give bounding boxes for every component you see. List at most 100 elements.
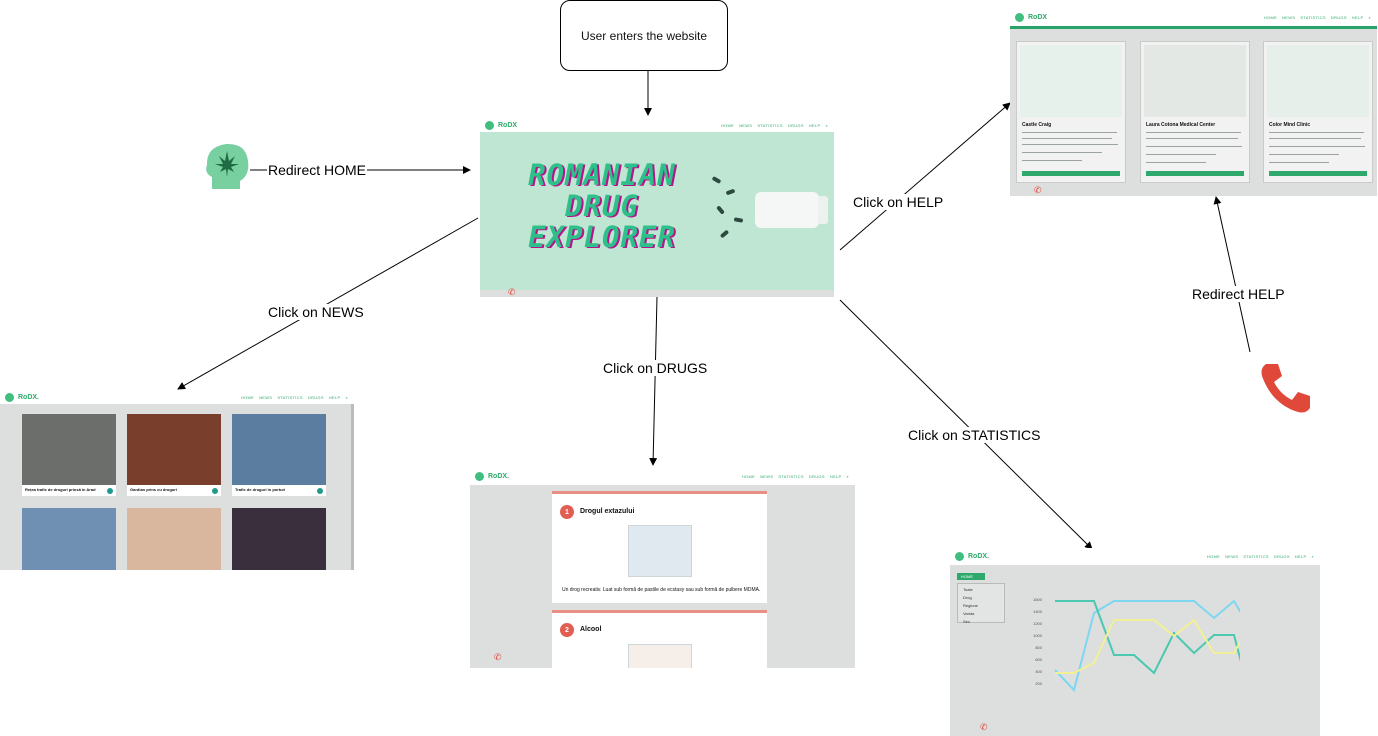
help-card-button[interactable] bbox=[1022, 171, 1120, 176]
drug-number: 2 bbox=[560, 623, 574, 637]
search-icon[interactable]: ⌕ bbox=[1368, 14, 1371, 20]
phone-icon[interactable]: ✆ bbox=[508, 287, 516, 297]
statistics-page-screenshot: RoDX. HOME NEWS STATISTICS DRUGS HELP ⌕ … bbox=[950, 548, 1320, 736]
brand-logo-icon bbox=[475, 472, 484, 481]
series-blue bbox=[1054, 599, 1240, 692]
drug-number: 1 bbox=[560, 505, 574, 519]
stats-brand: RoDX. bbox=[968, 553, 989, 560]
news-tile[interactable]: Trafic de droguri în porturi bbox=[232, 414, 326, 496]
start-node: User enters the website bbox=[560, 0, 728, 71]
nav-help[interactable]: HELP bbox=[808, 122, 821, 128]
filter-option[interactable]: Sex bbox=[963, 619, 970, 624]
search-icon[interactable]: ⌕ bbox=[846, 474, 849, 479]
arrow-to-drugs bbox=[649, 296, 658, 466]
phone-icon[interactable]: ✆ bbox=[1034, 185, 1042, 195]
nav-drugs[interactable]: DRUGS bbox=[1273, 554, 1290, 559]
series-teal bbox=[1055, 600, 1240, 675]
news-arrow-icon[interactable] bbox=[317, 488, 323, 494]
nav-statistics[interactable]: STATISTICS bbox=[1300, 14, 1326, 20]
news-caption: Gardian prins cu droguri bbox=[130, 487, 177, 492]
news-tile[interactable]: Gardian prins cu droguri bbox=[127, 414, 221, 496]
nav-statistics[interactable]: STATISTICS bbox=[757, 122, 783, 128]
help-card: Color Mind Clinic bbox=[1263, 41, 1373, 183]
nav-home[interactable]: HOME bbox=[1263, 14, 1278, 20]
help-brand: RoDX bbox=[1028, 13, 1048, 21]
help-card-title: Color Mind Clinic bbox=[1269, 122, 1311, 128]
phone-icon[interactable]: ✆ bbox=[980, 722, 988, 732]
nav-drugs[interactable]: DRUGS bbox=[1330, 14, 1347, 20]
nav-statistics[interactable]: STATISTICS bbox=[277, 394, 303, 400]
nav-drugs[interactable]: DRUGS bbox=[808, 474, 825, 479]
help-card-title: Laura Cotona Medical Center bbox=[1146, 122, 1216, 128]
nav-home[interactable]: HOME bbox=[240, 394, 255, 400]
news-tile[interactable] bbox=[22, 508, 116, 570]
help-green-bar bbox=[1010, 26, 1377, 29]
hero-title: ROMANIAN DRUG EXPLORER bbox=[528, 158, 676, 254]
arrow-to-news bbox=[177, 217, 479, 390]
help-card-title: Castle Craig bbox=[1022, 122, 1052, 128]
stats-y-ticks: 1600 1400 1200 1000 800 600 400 200 bbox=[1033, 597, 1042, 686]
filter-option[interactable]: Toate bbox=[963, 587, 973, 592]
news-image bbox=[127, 414, 221, 485]
pill-bottle bbox=[755, 192, 819, 228]
edge-label-redirect-home: Redirect HOME bbox=[267, 162, 368, 178]
start-node-label: User enters the website bbox=[580, 28, 708, 43]
edge-label-click-drugs: Click on DRUGS bbox=[602, 360, 709, 376]
filter-option[interactable]: Varsta bbox=[963, 611, 975, 616]
pill bbox=[716, 205, 725, 215]
home-page-screenshot: RoDX HOME NEWS STATISTICS DRUGS HELP ⌕ R… bbox=[480, 118, 834, 297]
help-navbar: RoDX HOME NEWS STATISTICS DRUGS HELP ⌕ bbox=[1010, 8, 1377, 26]
pill bbox=[725, 188, 736, 196]
drug-card[interactable]: 2 Alcool bbox=[552, 610, 767, 668]
filter-option[interactable]: Drog bbox=[963, 595, 972, 600]
nav-drugs[interactable]: DRUGS bbox=[787, 122, 804, 128]
drugs-page-screenshot: RoDX. HOME NEWS STATISTICS DRUGS HELP ⌕ … bbox=[470, 468, 855, 668]
pill bbox=[719, 229, 730, 239]
stats-filter-list: Toate Drog Regiune Varsta Sex bbox=[957, 583, 1005, 624]
nav-home[interactable]: HOME bbox=[720, 122, 735, 128]
nav-help[interactable]: HELP bbox=[328, 394, 341, 400]
nav-news[interactable]: NEWS bbox=[739, 122, 753, 128]
nav-news[interactable]: NEWS bbox=[760, 474, 774, 479]
news-tile[interactable] bbox=[232, 508, 326, 570]
nav-help[interactable]: HELP bbox=[1294, 554, 1307, 559]
scrollbar[interactable] bbox=[351, 404, 354, 570]
nav-home[interactable]: HOME bbox=[741, 474, 756, 479]
help-card-button[interactable] bbox=[1269, 171, 1367, 176]
help-card-button[interactable] bbox=[1146, 171, 1244, 176]
news-arrow-icon[interactable] bbox=[212, 488, 218, 494]
home-brand: RoDX bbox=[498, 121, 518, 129]
nav-news[interactable]: NEWS bbox=[1282, 14, 1296, 20]
stats-select-label: HOME bbox=[961, 574, 973, 579]
help-card: Laura Cotona Medical Center bbox=[1140, 41, 1250, 183]
brain-leaf-icon bbox=[204, 141, 250, 198]
nav-news[interactable]: NEWS bbox=[1225, 554, 1239, 559]
drug-card[interactable]: 1 Drogul extazului Un drog recreativ. Lu… bbox=[552, 491, 767, 603]
phone-icon[interactable]: ✆ bbox=[494, 652, 502, 662]
news-tile[interactable] bbox=[127, 508, 221, 570]
search-icon[interactable]: ⌕ bbox=[1311, 554, 1314, 559]
nav-help[interactable]: HELP bbox=[829, 474, 842, 479]
nav-statistics[interactable]: STATISTICS bbox=[1243, 554, 1269, 559]
brand-logo-icon bbox=[485, 120, 494, 130]
help-page-screenshot: RoDX HOME NEWS STATISTICS DRUGS HELP ⌕ C… bbox=[1010, 8, 1377, 196]
nav-statistics[interactable]: STATISTICS bbox=[778, 474, 804, 479]
nav-help[interactable]: HELP bbox=[1351, 14, 1364, 20]
stats-select[interactable]: HOME bbox=[957, 573, 985, 580]
search-icon[interactable]: ⌕ bbox=[345, 394, 348, 400]
brand-logo-icon bbox=[955, 552, 964, 561]
nav-drugs[interactable]: DRUGS bbox=[307, 394, 324, 400]
edge-label-redirect-help: Redirect HELP bbox=[1191, 286, 1286, 302]
search-icon[interactable]: ⌕ bbox=[825, 122, 828, 128]
news-tile[interactable]: Rețea trafic de droguri prinsă în Arad bbox=[22, 414, 116, 496]
help-card-image bbox=[1020, 45, 1122, 117]
drugs-brand: RoDX. bbox=[488, 473, 509, 480]
news-arrow-icon[interactable] bbox=[107, 488, 113, 494]
help-card: Castle Craig bbox=[1016, 41, 1126, 183]
nav-home[interactable]: HOME bbox=[1206, 554, 1221, 559]
edge-label-click-news: Click on NEWS bbox=[267, 304, 365, 320]
filter-option[interactable]: Regiune bbox=[963, 603, 978, 608]
arrow-to-statistics bbox=[839, 299, 1093, 550]
brand-logo-icon bbox=[5, 392, 14, 402]
nav-news[interactable]: NEWS bbox=[259, 394, 273, 400]
